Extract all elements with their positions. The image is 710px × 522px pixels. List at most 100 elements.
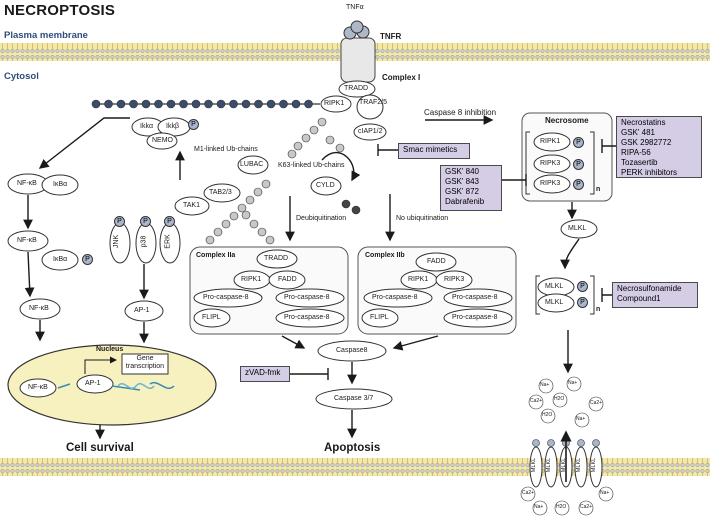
m1-ub-dot [154,99,163,109]
necrosome-n: n [596,186,601,193]
necrosome-ripk1: RIPK1 [540,138,561,145]
k63-ub-dot [221,219,231,229]
m1-ub-dot [254,99,263,109]
ikkb-label: Ikkβ [166,123,179,130]
ion-label: Na+ [600,490,610,496]
ion-label: H2O [556,504,567,510]
ripk3_inhibitors-item: GSK' 840 [445,167,479,176]
ciap-label: cIAP1/2 [358,128,383,135]
complex-iib-procasp-b: Pro-caspase-8 [452,294,498,301]
m1-ub-dot [291,99,301,109]
m1-ub-dot [191,99,201,109]
ion-label: Ca2+ [580,504,593,510]
k63-ub-dot [317,117,327,127]
jnk-label: JNK [113,234,121,249]
ripk1_inhibitors-item: GSK' 481 [621,128,655,137]
necrosome-ripk3-b: RIPK3 [540,180,561,187]
mlkl-pore-label: MLKL [531,457,538,473]
m1-ub-dot [279,99,288,109]
ion-label: H2O [554,396,565,402]
phospho-ripk1: P [573,137,584,148]
mlkl-n: n [596,306,601,313]
k63-ub-dot [245,195,255,205]
complex-iia-procasp-a: Pro-caspase-8 [203,294,249,301]
ion-circle [532,500,548,516]
cell-survival-outcome: Cell survival [66,442,134,454]
mlkl-pore-unit [544,446,558,488]
k63-ub-dot [325,135,335,145]
ikba-label-2: IκBα [53,256,68,263]
k63-ub-dot [229,211,239,221]
k63-ub-dot [265,235,275,245]
k63-ub-dot [287,149,297,159]
mlkl_inhibitors-item: Compound1 [617,294,661,303]
mlkl-pore-unit [589,446,603,488]
k63-ub-label: K63-linked Ub-chains [278,162,345,169]
complex-iia-fadd: FADD [278,276,297,283]
cyld-label: CYLD [316,182,335,189]
phospho-ikkb: P [188,119,199,130]
m1-ub-dot [91,99,101,109]
m1-ub-dot [179,99,188,109]
m1-ub-dot [141,99,151,109]
phospho-erk: P [164,216,175,227]
gene-transcription-label: Gene transcription [125,355,165,370]
nfkb-label-3: NF-κB [29,305,49,312]
zvad-fmk-inhibitor: zVAD-fmk [240,366,290,382]
complex-iia-procasp-c: Pro-caspase-8 [284,314,330,321]
ion-circle [520,486,536,502]
ripk1_inhibitors-item: GSK 2982772 [621,138,672,147]
phospho-ikba: P [82,254,93,265]
ripk3_inhibitors-item: GSK' 843 [445,177,479,186]
ion-label: H2O [542,412,553,418]
ion-circle [598,486,614,502]
necrosome-ripk3-a: RIPK3 [540,160,561,167]
k63-ub-dot [351,205,361,215]
mlkl-pore-phospho [532,439,540,447]
k63-ub-dot [213,227,223,237]
mlkl_inhibitors-item: Necrosulfonamide [617,284,682,293]
ikka-label: Ikkα [140,123,153,130]
ion-circle [578,500,594,516]
complex-iib-procasp-a: Pro-caspase-8 [372,294,418,301]
complex-iia-tradd: TRADD [264,255,289,262]
phospho-ripk3-a: P [573,159,584,170]
ion-label: Ca2+ [530,398,543,404]
smac-mimetics-inhibitor: Smac mimetics [398,143,470,159]
complex-iib-flip: FLIPL [370,314,389,321]
ripk3_inhibitors-item: Dabrafenib [445,197,485,206]
ion-label: Ca2+ [590,400,603,406]
ion-circle [540,408,556,424]
mlkl-label: MLKL [568,225,587,232]
k63-ub-dot [293,141,303,151]
phospho-mlkl-a: P [577,281,588,292]
mlkl-pore-label: MLKL [561,457,568,473]
page-title: NECROPTOSIS [4,2,116,19]
mlkl-pore-label: MLKL [576,457,583,473]
tradd-label: TRADD [344,85,369,92]
ion-circle [528,394,544,410]
ion-circle [554,500,570,516]
complex-iib-ripk3: RIPK3 [444,276,465,283]
k63-ub-dot [335,143,345,153]
deubiquitination-label: Deubiquitination [296,215,347,222]
ion-circle [588,396,604,412]
ion-circle [538,378,554,394]
ion-label: Na+ [540,382,550,388]
lubac-label: LUBAC [240,161,264,168]
k63-ub-dot [261,179,271,189]
ion-circle [574,412,590,428]
nucleus-nfkb-label: NF-κB [28,384,48,391]
ikba-label-1: IκBα [53,181,68,188]
mlkl-pore-unit [529,446,543,488]
nfkb-label-1: NF-κB [17,180,37,187]
ion-circle [566,376,582,392]
m1-ub-dot [266,99,276,109]
complex-iia-ripk1: RIPK1 [241,276,262,283]
phospho-ripk3-b: P [573,179,584,190]
k63-ub-dot [205,235,215,245]
k63-ub-dot [253,187,263,197]
